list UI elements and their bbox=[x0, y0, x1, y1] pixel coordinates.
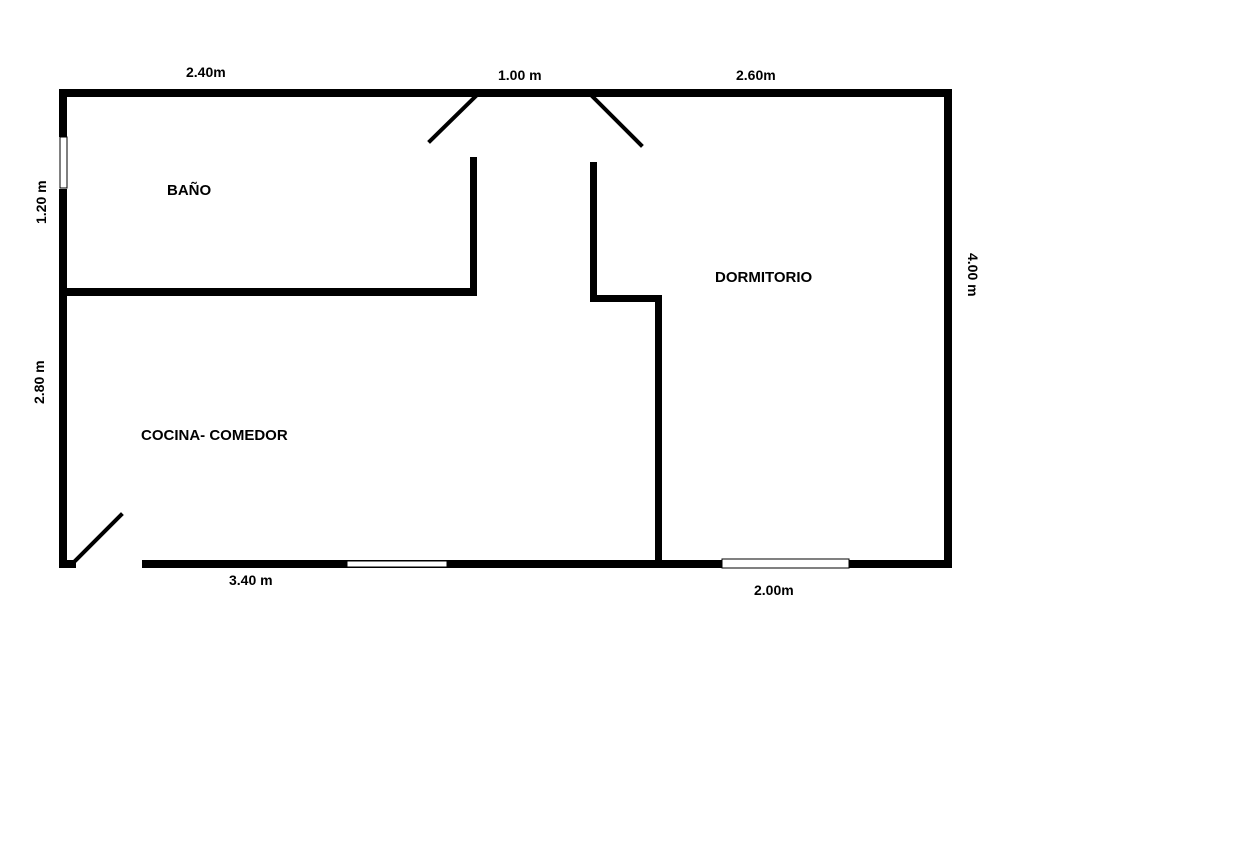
bottom-wall bbox=[142, 560, 952, 568]
walls bbox=[59, 89, 952, 568]
dimension-top-left: 2.40m bbox=[186, 64, 226, 80]
bathroom-bottom-wall bbox=[59, 288, 477, 296]
dimension-bottom-right: 2.00m bbox=[754, 582, 794, 598]
room-labels: BAÑO DORMITORIO COCINA- COMEDOR bbox=[141, 181, 813, 444]
windows bbox=[59, 136, 850, 569]
dimension-top-right: 2.60m bbox=[736, 67, 776, 83]
entrance-door bbox=[72, 512, 124, 564]
bathroom-window bbox=[59, 136, 68, 189]
kitchen-window bbox=[346, 560, 448, 568]
bedroom-left-wall-lower bbox=[655, 295, 662, 568]
bottom-wall-stub bbox=[59, 560, 76, 568]
dimension-left-upper: 1.20 m bbox=[33, 180, 49, 224]
left-wall-lower bbox=[59, 189, 67, 567]
room-label-bedroom: DORMITORIO bbox=[715, 269, 813, 286]
top-wall bbox=[59, 89, 952, 97]
bathroom-right-wall bbox=[470, 157, 477, 296]
room-label-bathroom: BAÑO bbox=[167, 181, 211, 199]
dimension-bottom-left: 3.40 m bbox=[229, 572, 273, 588]
bedroom-step-wall bbox=[590, 295, 662, 302]
dimension-left-lower: 2.80 m bbox=[31, 360, 47, 404]
bedroom-door bbox=[589, 93, 644, 148]
bathroom-door bbox=[427, 93, 479, 144]
left-wall-upper bbox=[59, 89, 67, 137]
bedroom-window bbox=[721, 558, 850, 569]
room-label-kitchen-dining: COCINA- COMEDOR bbox=[141, 427, 288, 444]
dimension-top-center: 1.00 m bbox=[498, 67, 542, 83]
dimension-right: 4.00 m bbox=[965, 253, 981, 297]
right-wall bbox=[944, 89, 952, 567]
doors bbox=[72, 93, 644, 564]
bedroom-left-wall-upper bbox=[590, 162, 597, 302]
dimension-labels: 2.40m 1.00 m 2.60m 3.40 m 2.00m 1.20 m 2… bbox=[31, 64, 981, 598]
